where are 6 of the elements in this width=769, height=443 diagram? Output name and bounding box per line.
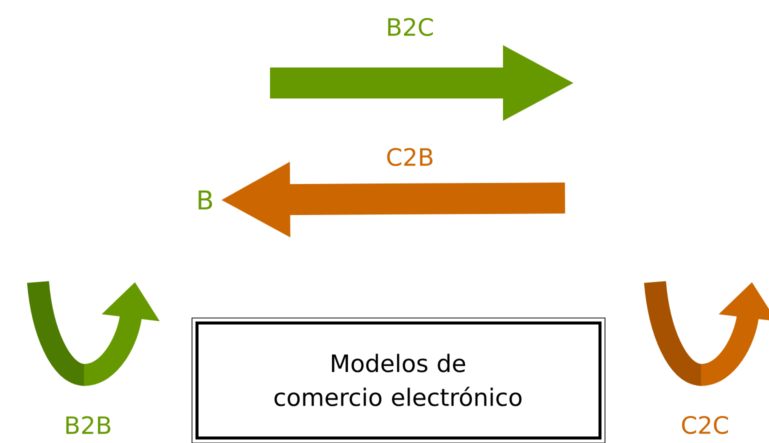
model-label: C2C <box>682 416 728 434</box>
model-label: B2B <box>66 416 110 434</box>
title-box: Modelos de comercio electrónico <box>192 318 606 443</box>
edge-label: C2B <box>387 148 432 166</box>
model-label: B2C <box>388 18 433 36</box>
letter-label: B <box>198 190 212 210</box>
